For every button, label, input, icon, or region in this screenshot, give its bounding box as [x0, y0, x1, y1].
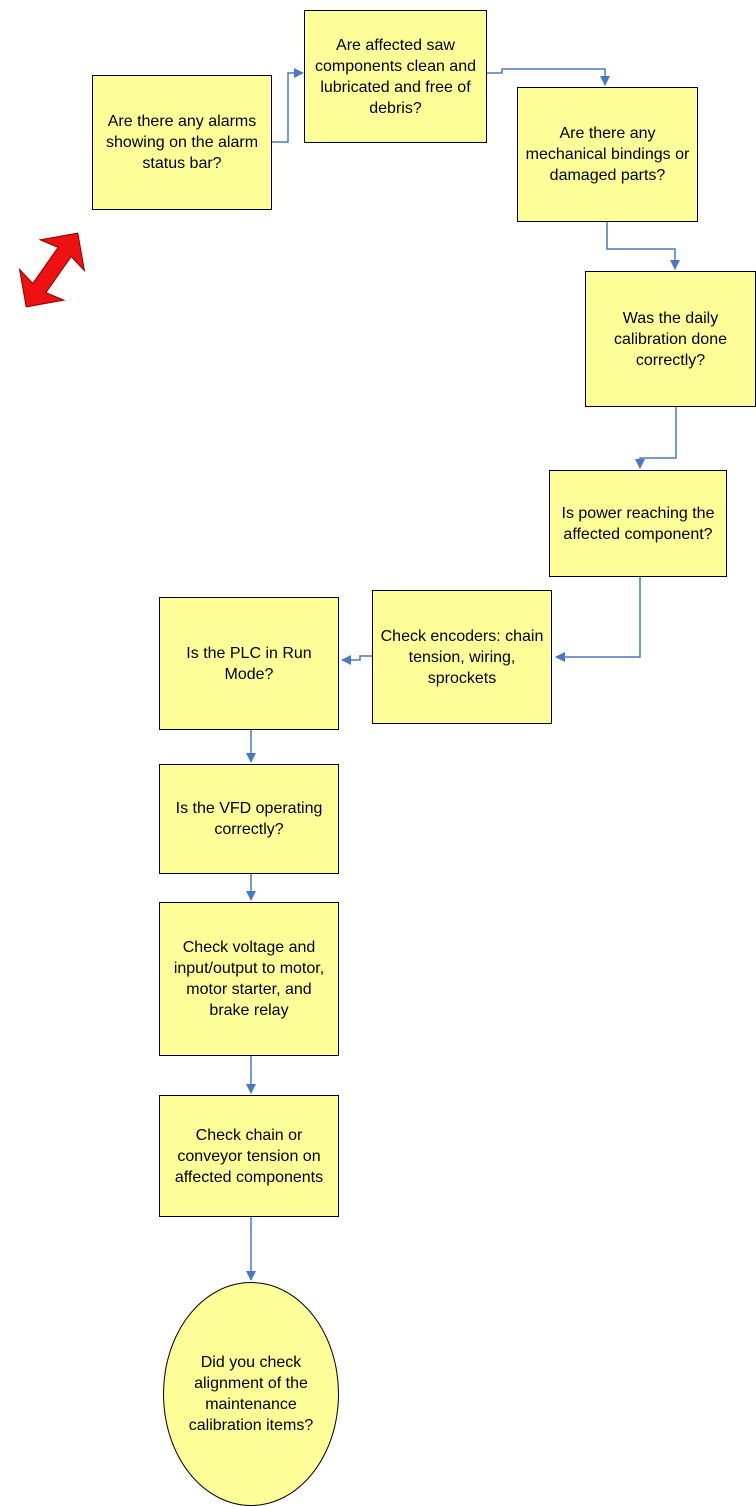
- node-alarms-label: Are there any alarms showing on the alar…: [105, 113, 259, 172]
- connector-clean-to-mechanical: [487, 68, 610, 86]
- node-alarms: Are there any alarms showing on the alar…: [92, 75, 272, 210]
- node-power-label: Is power reaching the affected component…: [561, 504, 715, 543]
- node-tension-label: Check chain or conveyor tension on affec…: [174, 1126, 324, 1186]
- node-vfd-label: Is the VFD operating correctly?: [175, 800, 323, 838]
- node-plc-label: Is the PLC in Run Mode?: [186, 644, 312, 683]
- node-encoders: Check encoders: chain tension, wiring, s…: [372, 590, 552, 724]
- connector-encoders-to-plc: [341, 655, 372, 665]
- node-calibration: Was the daily calibration done correctly…: [585, 271, 756, 407]
- connector-calibration-to-power: [635, 407, 677, 469]
- connector-mechanical-to-calibration: [606, 222, 680, 270]
- node-clean: Are affected saw components clean and lu…: [304, 10, 487, 143]
- node-calibration-label: Was the daily calibration done correctly…: [614, 309, 727, 369]
- node-alignment: Did you check alignment of the maintenan…: [163, 1282, 339, 1506]
- double-headed-arrow-icon: [18, 232, 86, 308]
- node-power: Is power reaching the affected component…: [549, 470, 727, 577]
- node-voltage-label: Check voltage and input/output to motor,…: [173, 939, 325, 1019]
- node-encoders-label: Check encoders: chain tension, wiring, s…: [380, 627, 544, 687]
- node-mechanical-label: Are there any mechanical bindings or dam…: [525, 125, 690, 184]
- connector-power-to-encoders: [555, 577, 641, 662]
- node-clean-label: Are affected saw components clean and lu…: [315, 36, 476, 117]
- node-mechanical: Are there any mechanical bindings or dam…: [517, 87, 698, 222]
- node-plc: Is the PLC in Run Mode?: [159, 597, 339, 730]
- node-alignment-label: Did you check alignment of the maintenan…: [188, 1354, 314, 1434]
- node-voltage: Check voltage and input/output to motor,…: [159, 902, 339, 1056]
- connector-alarms-to-clean: [272, 68, 304, 143]
- node-tension: Check chain or conveyor tension on affec…: [159, 1095, 339, 1217]
- node-vfd: Is the VFD operating correctly?: [159, 764, 339, 874]
